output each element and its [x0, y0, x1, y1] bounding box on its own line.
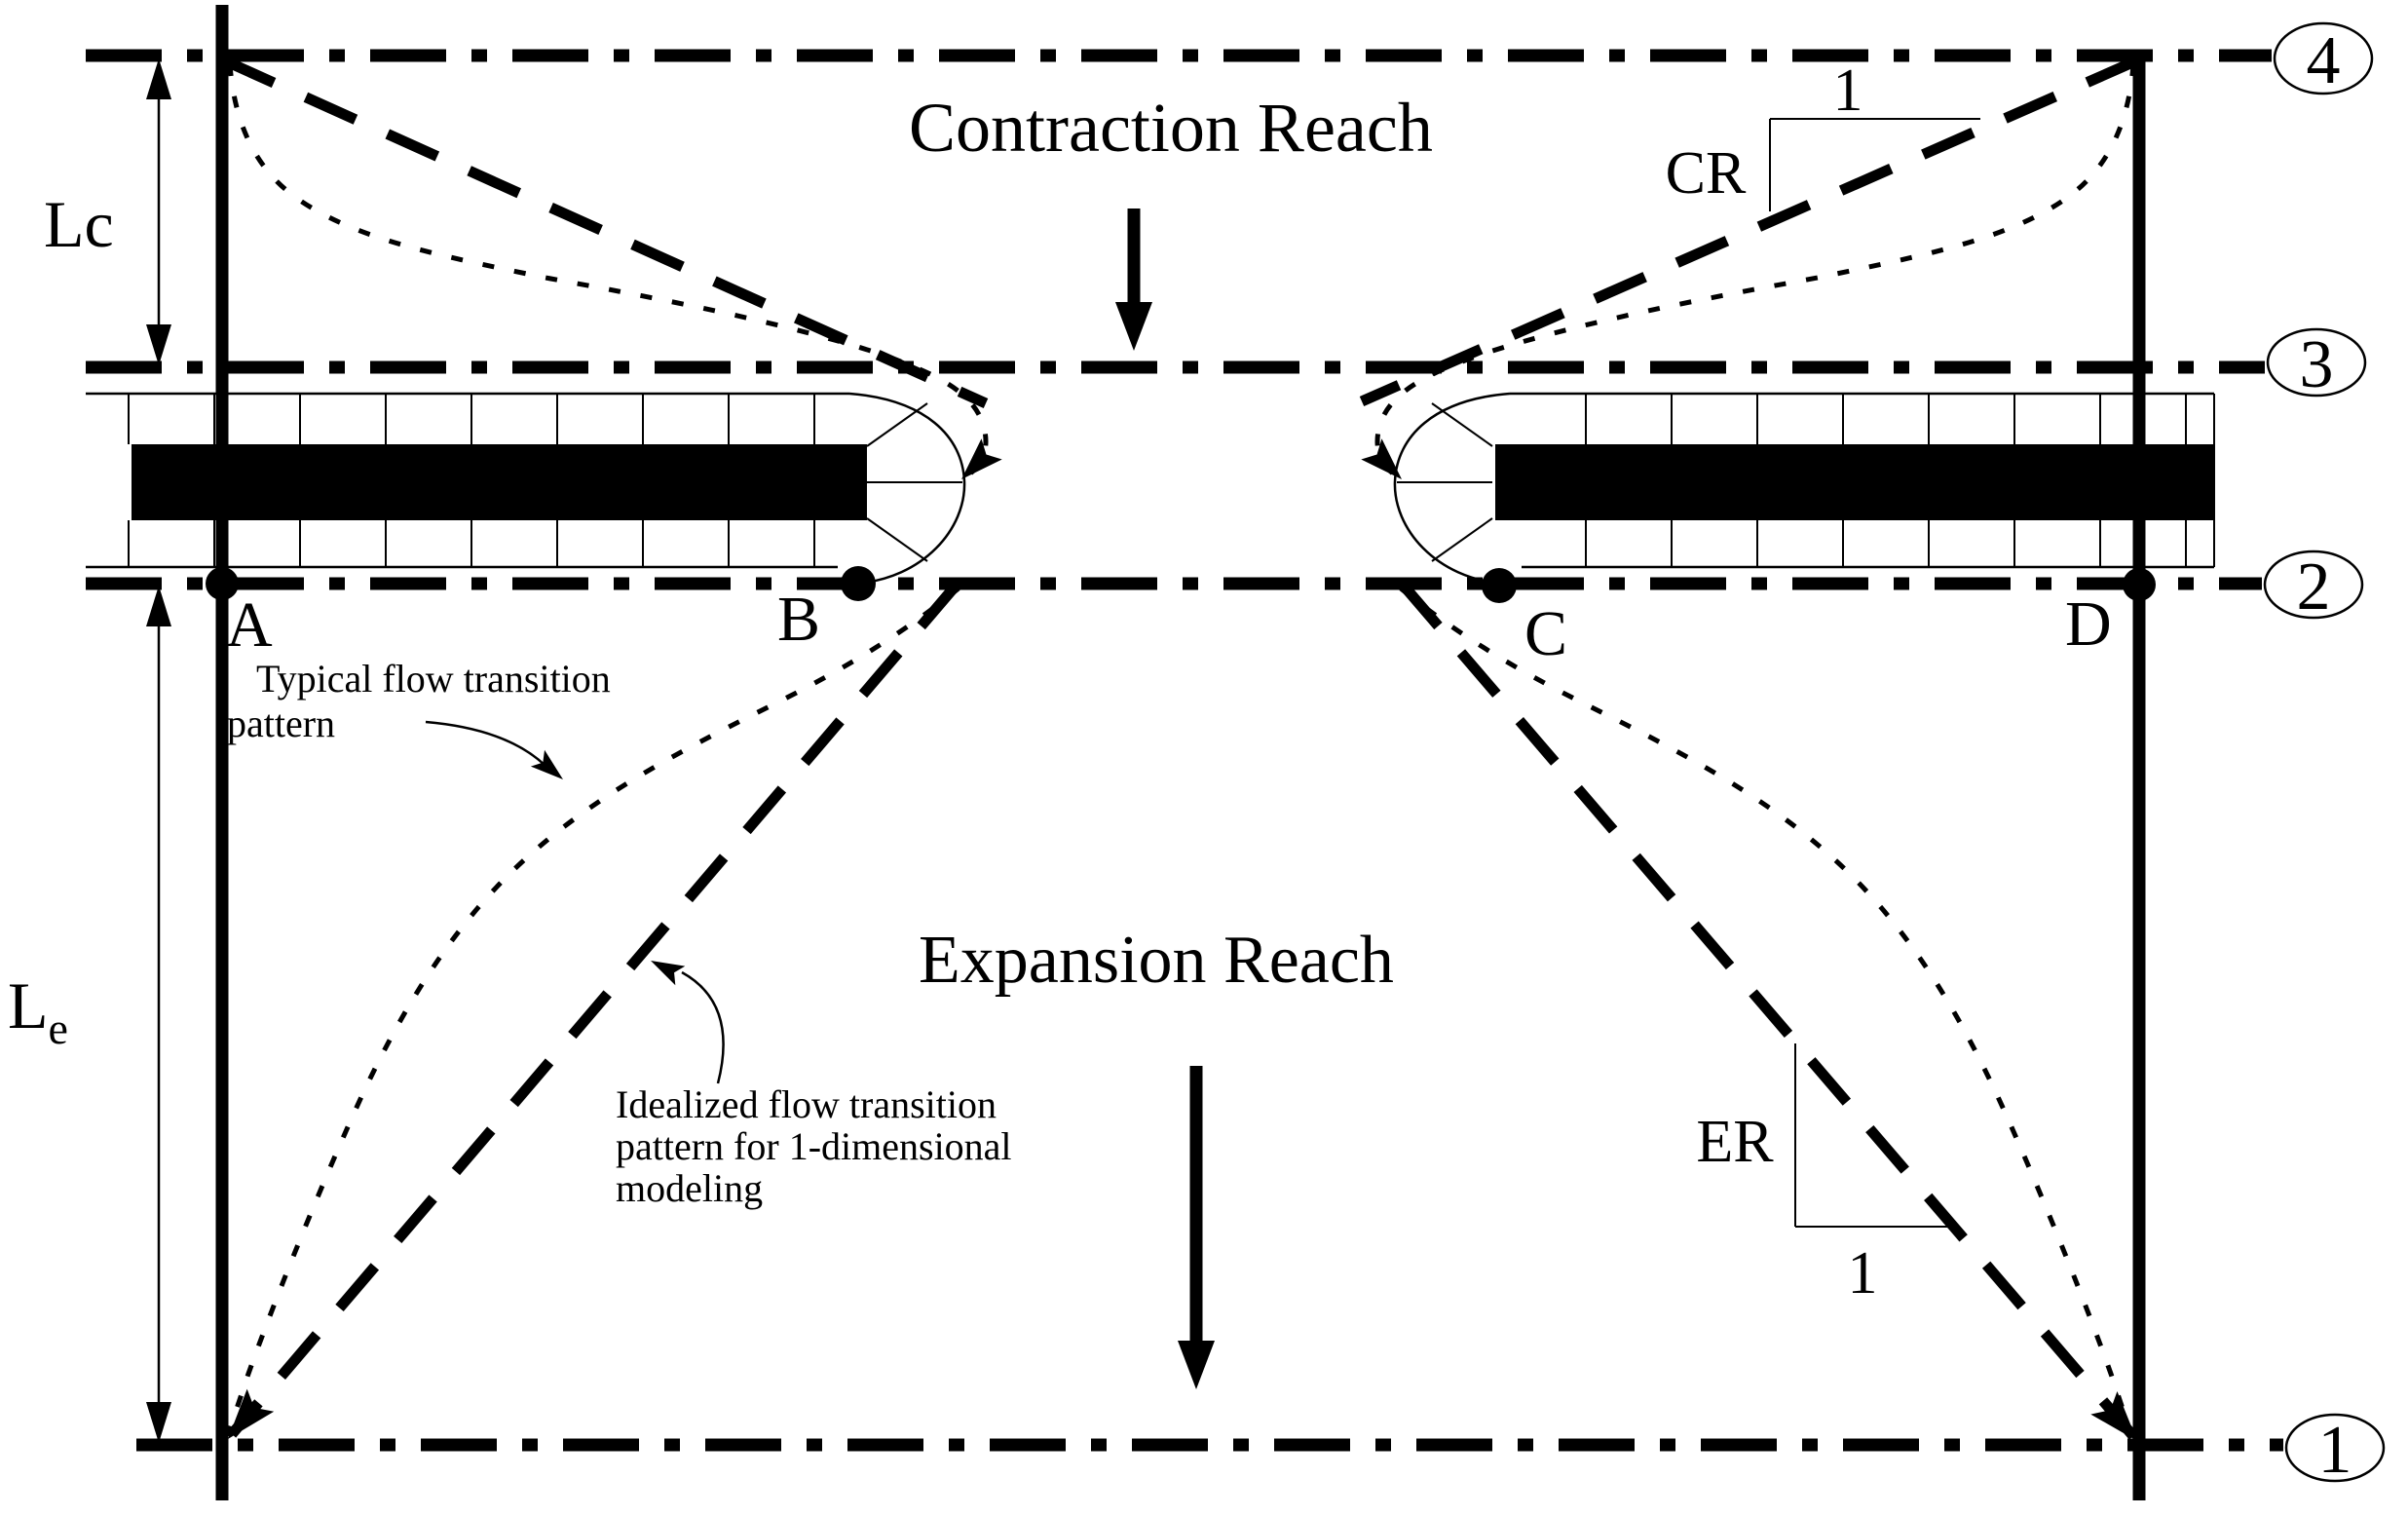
- contraction-idealized-left: [221, 55, 989, 409]
- le-label-base: L: [8, 968, 49, 1042]
- left-rail-fan-upper: [866, 402, 928, 447]
- right-embankment-fill: [1495, 444, 2214, 520]
- cr-label: CR: [1666, 140, 1747, 207]
- point-d-label: D: [2065, 588, 2112, 660]
- typical-note-line1: Typical flow transition: [256, 657, 611, 701]
- section-4-bubble: [2273, 21, 2374, 95]
- typical-curve-bottom-left: [225, 587, 960, 1437]
- expansion-reach-title: Expansion Reach: [919, 923, 1394, 998]
- flow-arrow-expansion-head-icon: [1178, 1341, 1215, 1389]
- idealized-note-line3: modeling: [616, 1166, 763, 1210]
- expansion-idealized-left: [227, 581, 961, 1438]
- idealized-pattern-note: Idealized flow transition pattern for 1-…: [616, 961, 1012, 1210]
- point-b-label: B: [777, 584, 820, 655]
- expansion-idealized-right: [1398, 581, 2138, 1440]
- idealized-note-line1: Idealized flow transition: [616, 1082, 997, 1126]
- typical-curve-top-right: [1374, 63, 2136, 479]
- flow-arrow-contraction-head-icon: [1115, 302, 1152, 351]
- point-c-label: C: [1524, 598, 1567, 669]
- idealized-note-arrowhead-icon: [651, 961, 686, 986]
- section-1-bubble: [2284, 1413, 2386, 1483]
- left-roadway-hatch-upper: [86, 394, 849, 444]
- le-label: Le: [8, 968, 68, 1053]
- point-c-dot: [1482, 568, 1517, 603]
- right-roadway-hatch-lower: [1522, 520, 2214, 567]
- typical-note-leader-line: [425, 720, 546, 767]
- right-rail-fan-lower: [1431, 517, 1493, 562]
- typical-curve-top-left: [227, 63, 989, 479]
- idealized-note-line2: pattern for 1-dimensional: [616, 1124, 1012, 1168]
- lc-label: Lc: [44, 187, 114, 261]
- section-3-number: 3: [2300, 327, 2334, 402]
- left-embankment-fill: [132, 444, 867, 520]
- typical-left-arrowhead-icon: [961, 438, 1002, 479]
- typical-transition-curves: [225, 63, 2136, 1437]
- left-guardrail-end-outline: [848, 392, 966, 586]
- lc-arrow-up-icon: [146, 58, 171, 99]
- left-embankment: [86, 392, 966, 586]
- typical-pattern-note: Typical flow transition pattern: [227, 657, 611, 779]
- reference-points: A B C D: [206, 566, 2156, 669]
- section-bubbles: 4 3 2 1: [2263, 21, 2386, 1488]
- section-2-number: 2: [2297, 550, 2331, 625]
- idealized-note-leader-line: [681, 970, 725, 1084]
- right-embankment: [1393, 392, 2215, 586]
- contraction-length-dimension: Lc: [44, 58, 171, 365]
- right-guardrail-end-outline: [1393, 392, 1511, 586]
- er-label: ER: [1696, 1109, 1774, 1175]
- expansion-length-dimension: Le: [8, 586, 171, 1443]
- contraction-ratio-annotation: 1 CR: [1666, 57, 1980, 211]
- expansion-left-arrowhead-icon: [228, 1388, 275, 1439]
- left-roadway-hatch-lower: [86, 520, 838, 567]
- cross-section-lines: [86, 49, 2283, 1452]
- typical-note-line2: pattern: [227, 701, 335, 745]
- cr-run-value: 1: [1833, 57, 1863, 124]
- idealized-transition-lines: [221, 55, 2140, 1440]
- right-roadway-hatch-upper: [1510, 394, 2214, 444]
- le-arrow-down-icon: [146, 1402, 171, 1443]
- left-rail-fan-lower: [866, 517, 928, 562]
- lc-arrow-down-icon: [146, 324, 171, 365]
- er-run-value: 1: [1848, 1240, 1878, 1307]
- le-label-subscript: e: [49, 1004, 68, 1053]
- section-3-bubble: [2266, 327, 2367, 398]
- le-arrow-up-icon: [146, 586, 171, 626]
- section-2-bubble: [2263, 550, 2364, 620]
- point-b-dot: [841, 566, 876, 601]
- point-d-dot: [2123, 568, 2156, 601]
- contraction-idealized-right: [1359, 55, 2140, 407]
- section-1-number: 1: [2318, 1413, 2352, 1488]
- right-rail-fan-upper: [1431, 402, 1493, 447]
- point-a-dot: [206, 567, 239, 600]
- expansion-right-arrowhead-icon: [2090, 1390, 2137, 1441]
- contraction-reach-title: Contraction Reach: [909, 89, 1433, 167]
- point-a-label: A: [226, 589, 273, 661]
- typical-curve-bottom-right: [1399, 587, 2134, 1437]
- flow-arrows: [1115, 208, 1215, 1389]
- typical-note-arrowhead-icon: [530, 749, 563, 779]
- typical-right-arrowhead-icon: [1361, 438, 1402, 479]
- section-4-number: 4: [2307, 23, 2341, 98]
- expansion-ratio-annotation: ER 1: [1696, 1043, 1953, 1307]
